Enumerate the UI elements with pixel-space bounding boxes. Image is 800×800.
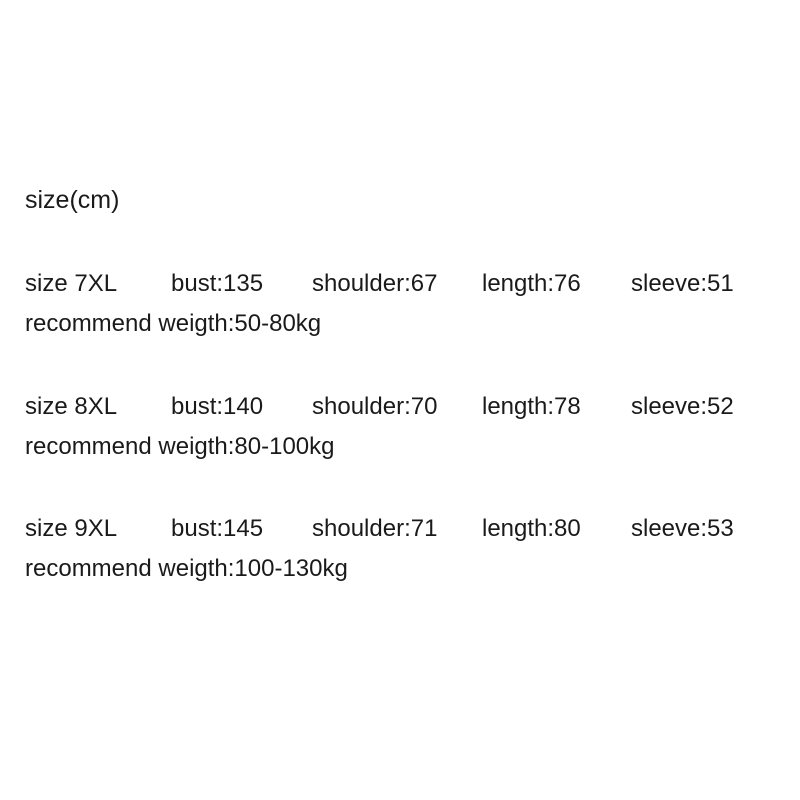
bust-value: bust:145 bbox=[171, 515, 264, 542]
shoulder-value: shoulder:70 bbox=[312, 393, 438, 420]
recommend-weight-7xl: recommend weigth:50-80kg bbox=[25, 310, 322, 337]
size-row-9xl: size 9XL bust:145 shoulder:71 length:80 … bbox=[0, 513, 800, 545]
bust-value: bust:140 bbox=[171, 393, 264, 420]
length-value: length:76 bbox=[482, 270, 581, 297]
shoulder-value: shoulder:67 bbox=[312, 270, 438, 297]
size-label: size 7XL bbox=[25, 270, 118, 297]
size-row-7xl: size 7XL bust:135 shoulder:67 length:76 … bbox=[0, 268, 800, 300]
size-row-8xl: size 8XL bust:140 shoulder:70 length:78 … bbox=[0, 391, 800, 423]
size-label: size 8XL bbox=[25, 393, 118, 420]
sleeve-value: sleeve:53 bbox=[631, 515, 734, 542]
sleeve-value: sleeve:52 bbox=[631, 393, 734, 420]
bust-value: bust:135 bbox=[171, 270, 264, 297]
recommend-weight-9xl: recommend weigth:100-130kg bbox=[25, 555, 348, 582]
recommend-weight-8xl: recommend weigth:80-100kg bbox=[25, 433, 335, 460]
size-chart-title: size(cm) bbox=[25, 186, 120, 214]
length-value: length:78 bbox=[482, 393, 581, 420]
size-label: size 9XL bbox=[25, 515, 118, 542]
shoulder-value: shoulder:71 bbox=[312, 515, 438, 542]
sleeve-value: sleeve:51 bbox=[631, 270, 734, 297]
length-value: length:80 bbox=[482, 515, 581, 542]
